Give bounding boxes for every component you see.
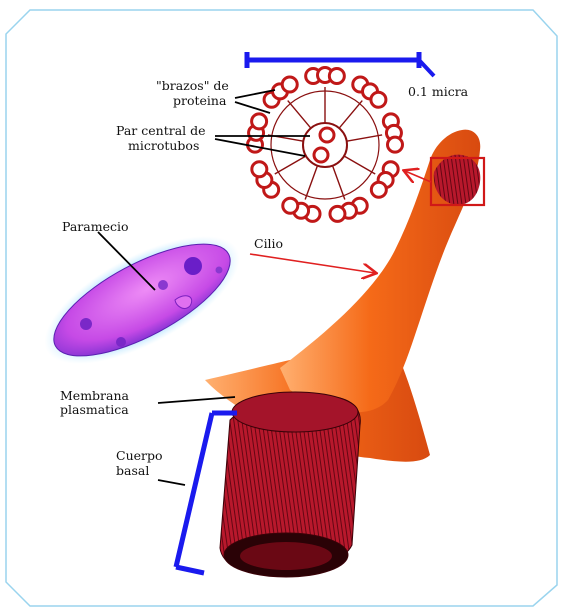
radial-spoke [344, 156, 375, 174]
outer-microtubule [283, 198, 298, 213]
cilio-arrow [250, 254, 375, 273]
outer-microtubule [387, 137, 402, 152]
label-cilio: Cilio [254, 236, 283, 251]
central-microtubule [320, 128, 334, 142]
outer-microtubule [371, 92, 386, 107]
label-brazos-line1: "brazos" de [156, 78, 229, 93]
outer-microtubule [329, 69, 344, 84]
paramecium [26, 210, 258, 389]
label-brazos-line2: proteina [173, 93, 226, 108]
label-cuerpo-line2: basal [116, 463, 149, 478]
label-cuerpo-line1: Cuerpo [116, 448, 163, 463]
radial-spoke [288, 101, 311, 129]
label-membrana-line2: plasmatica [60, 402, 129, 417]
radial-spoke [333, 166, 345, 200]
outer-microtubule [282, 77, 297, 92]
label-paramecio: Paramecio [62, 219, 129, 234]
label-par-line1: Par central de [116, 123, 206, 138]
label-scale: 0.1 micra [408, 84, 468, 99]
radial-spoke [339, 101, 362, 129]
label-par-line2: microtubos [128, 138, 199, 153]
radial-spoke [347, 135, 382, 141]
radial-spoke [275, 156, 306, 174]
radial-spoke [305, 166, 317, 200]
outer-microtubule [330, 206, 345, 221]
basal-body [220, 392, 360, 577]
central-microtubule [314, 148, 328, 162]
outer-microtubule [371, 182, 386, 197]
outer-microtubule [252, 114, 267, 129]
label-membrana-line1: Membrana [60, 388, 129, 403]
outer-microtubule [252, 162, 267, 177]
